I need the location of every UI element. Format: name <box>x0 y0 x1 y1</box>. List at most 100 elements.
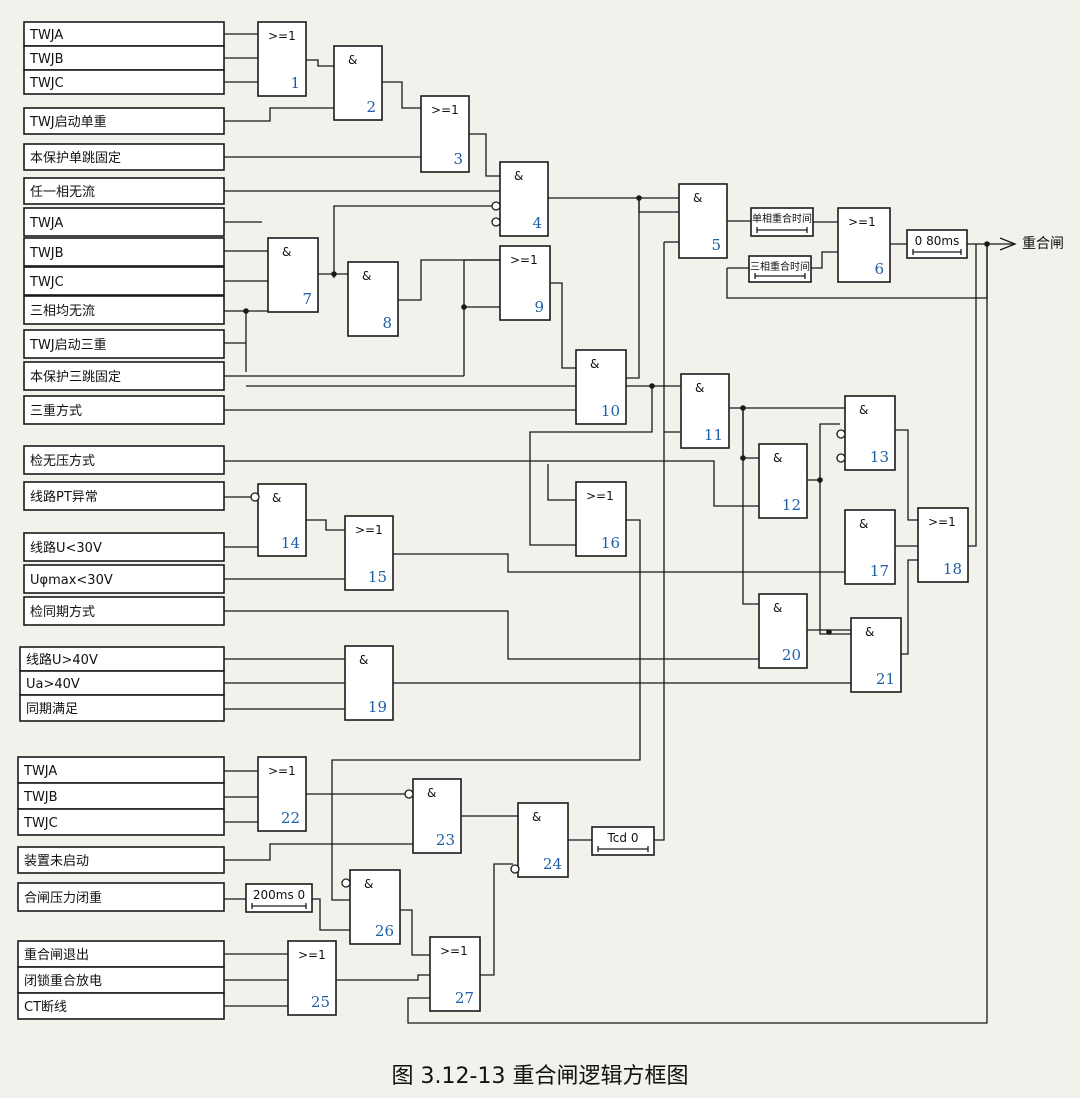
timer-scale <box>754 273 806 279</box>
timer-scale <box>251 903 307 909</box>
input-box <box>19 694 225 722</box>
input-box <box>23 266 225 296</box>
input-box <box>23 361 225 391</box>
gate-box <box>420 95 470 173</box>
input-box <box>23 69 225 95</box>
wire <box>306 59 334 67</box>
gate-number: 16 <box>601 534 620 552</box>
gate-number: 20 <box>782 646 801 664</box>
timer-block: 三相重合时间 <box>748 255 812 283</box>
gate-symbol: >=1 <box>510 253 538 267</box>
gate-box <box>344 645 394 721</box>
timer-block: 0 80ms <box>906 229 968 259</box>
input-box <box>23 395 225 425</box>
logic-gate: >=115 <box>344 515 394 591</box>
gate-number: 4 <box>532 214 542 232</box>
input-signals: TWJATWJBTWJCTWJ启动单重本保护单跳固定任一相无流TWJATWJBT… <box>17 21 225 1020</box>
gate-box <box>517 802 569 878</box>
logic-gate: &12 <box>758 443 808 519</box>
gate-number: 9 <box>534 298 544 316</box>
gate-number: 25 <box>311 993 330 1011</box>
wire <box>463 259 500 376</box>
logic-gate: &10 <box>575 349 627 425</box>
input-signal: 同期满足 <box>19 694 225 722</box>
gate-box <box>844 509 896 585</box>
gate-symbol: >=1 <box>928 515 956 529</box>
wire <box>480 863 513 976</box>
gate-symbol: & <box>859 517 868 531</box>
gate-symbol: & <box>362 269 371 283</box>
gate-box <box>287 940 337 1016</box>
gate-number: 23 <box>436 831 455 849</box>
timer-block: 单相重合时间 <box>750 207 814 237</box>
timer-scale <box>912 249 962 255</box>
logic-gate: &24 <box>517 802 569 878</box>
negation-bubble <box>404 789 414 799</box>
negation-bubble <box>491 217 501 227</box>
wire <box>224 460 759 507</box>
input-box <box>23 143 225 171</box>
logic-gate: &7 <box>267 237 319 313</box>
input-signal: 线路U>40V <box>19 646 225 672</box>
timer-scale <box>756 227 808 233</box>
wire <box>333 205 495 278</box>
wire <box>550 282 576 369</box>
gate-symbol: >=1 <box>586 489 614 503</box>
input-signal: TWJB <box>23 237 225 267</box>
input-label: TWJB <box>29 246 64 261</box>
wire <box>529 386 653 546</box>
timer-scale <box>597 846 649 852</box>
gate-box <box>257 21 307 97</box>
input-box <box>23 481 225 511</box>
junction-dot <box>331 271 337 277</box>
gate-symbol: & <box>773 601 782 615</box>
wire <box>638 198 679 213</box>
input-box <box>23 596 225 626</box>
wire <box>393 553 845 573</box>
gate-number: 19 <box>368 698 387 716</box>
gate-symbol: & <box>364 877 373 891</box>
input-label: TWJA <box>29 216 63 231</box>
wire <box>407 244 988 1024</box>
logic-gate: &17 <box>844 509 896 585</box>
gate-symbol: & <box>282 245 291 259</box>
input-signal: 检同期方式 <box>23 596 225 626</box>
logic-gate: &21 <box>850 617 902 693</box>
input-label: 三重方式 <box>30 403 82 419</box>
gate-box <box>575 349 627 425</box>
gate-box <box>499 161 549 237</box>
negation-bubble <box>341 878 351 888</box>
timer-box <box>906 229 968 259</box>
logic-gate: &8 <box>347 261 399 337</box>
gate-box <box>575 481 627 557</box>
input-label: TWJC <box>29 76 64 91</box>
junction-dot <box>243 308 249 314</box>
input-label: TWJ启动单重 <box>29 114 107 130</box>
input-box <box>23 237 225 267</box>
logic-gate: &14 <box>257 483 307 557</box>
gate-box <box>837 207 891 283</box>
wire <box>469 133 500 177</box>
gate-number: 21 <box>876 670 895 688</box>
input-label: 装置未启动 <box>24 854 89 869</box>
input-box <box>23 564 225 594</box>
input-label: TWJC <box>23 816 58 831</box>
gate-number: 14 <box>281 534 300 552</box>
gate-box <box>758 593 808 669</box>
input-signal: 闭锁重合放电 <box>17 966 225 994</box>
gate-number: 24 <box>543 855 562 873</box>
input-signal: 线路PT异常 <box>23 481 225 511</box>
gate-symbol: & <box>859 403 868 417</box>
wire <box>968 244 977 547</box>
input-box <box>23 177 225 205</box>
junction-dot <box>984 241 990 247</box>
gate-symbol: >=1 <box>268 764 296 778</box>
logic-gate: >=127 <box>429 936 481 1012</box>
input-signal: TWJC <box>23 69 225 95</box>
input-box <box>17 808 225 836</box>
wire <box>726 244 988 299</box>
input-label: 检无压方式 <box>30 453 95 469</box>
wire <box>901 559 918 655</box>
gate-symbol: & <box>590 357 599 371</box>
